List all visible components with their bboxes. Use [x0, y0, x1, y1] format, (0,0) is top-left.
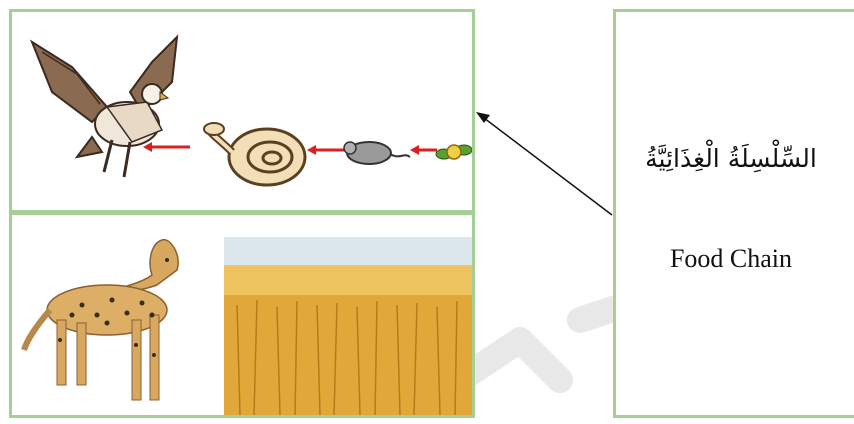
eagle-icon	[29, 34, 179, 178]
snake-icon	[203, 122, 307, 187]
arrow-plant-to-mouse	[410, 145, 437, 155]
food-chain-illustration	[29, 34, 472, 187]
arrow-mouse-to-snake	[307, 145, 344, 155]
wheat-field-image	[224, 237, 472, 415]
mouse-icon	[343, 141, 411, 165]
food-chain-panel	[9, 9, 475, 213]
label-panel: السِّلْسِلَةُ الْغِذَائِيَّةُ Food Chain	[613, 9, 854, 418]
examples-illustration	[21, 237, 472, 415]
cheetah-image	[21, 239, 179, 401]
arrow-snake-to-eagle	[143, 142, 190, 152]
examples-panel	[9, 212, 475, 418]
plant-icon	[435, 144, 472, 160]
arabic-title: السِّلْسِلَةُ الْغِذَائِيَّةُ	[645, 144, 817, 173]
english-title: Food Chain	[669, 244, 793, 273]
